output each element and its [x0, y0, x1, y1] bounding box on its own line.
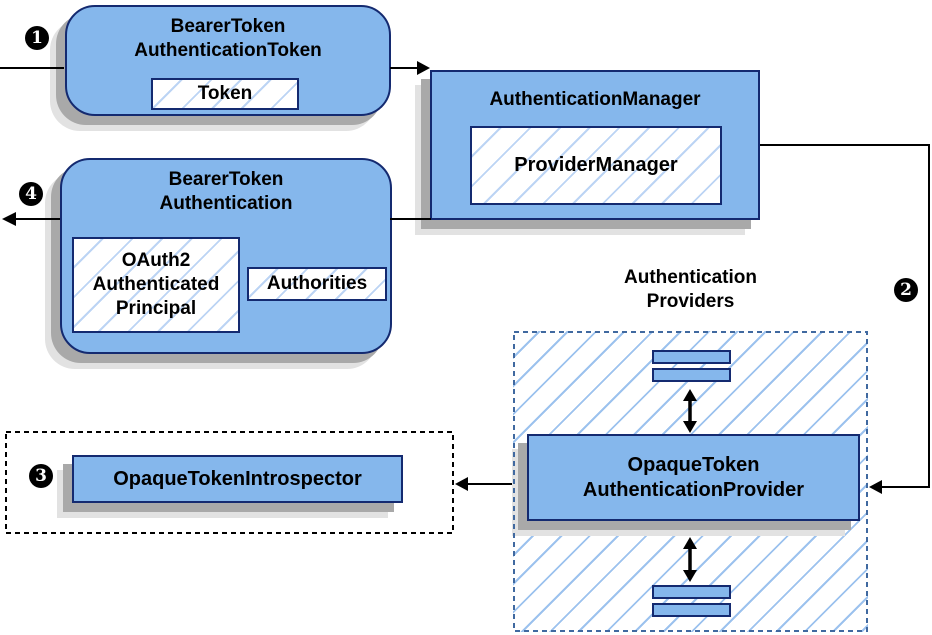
node-bearer-token-authentication: BearerToken Authentication OAuth2 Authen…	[60, 158, 392, 354]
token-to-manager-arrowhead	[417, 61, 430, 75]
slot-provider-manager: ProviderManager	[470, 126, 722, 205]
node-authentication-manager: AuthenticationManager ProviderManager	[430, 70, 760, 220]
slot-token: Token	[151, 78, 299, 110]
step-3-badge: 3	[29, 464, 53, 488]
node-title: AuthenticationManager	[489, 89, 701, 110]
provider-list-item	[652, 603, 731, 617]
node-title: BearerToken Authentication	[159, 169, 293, 214]
provider-to-introspector-arrowhead	[455, 477, 468, 491]
step-1-badge: 1	[25, 26, 49, 50]
slot-label: OAuth2 Authenticated Principal	[92, 250, 220, 319]
node-opaque-token-introspector: OpaqueTokenIntrospector	[72, 455, 403, 503]
slot-label: Token	[197, 83, 253, 105]
slot-authorities: Authorities	[247, 267, 387, 301]
slot-label: ProviderManager	[514, 154, 678, 176]
step-2-badge: 2	[894, 278, 918, 302]
node-title: BearerToken AuthenticationToken	[134, 16, 322, 61]
manager-to-provider-arrowhead	[869, 480, 882, 494]
provider-list-item	[652, 368, 731, 382]
node-title: OpaqueTokenIntrospector	[113, 467, 362, 490]
slot-label: Authorities	[266, 273, 368, 295]
node-opaque-token-authentication-provider: OpaqueToken AuthenticationProvider	[527, 434, 860, 521]
step-4-badge: 4	[19, 182, 43, 206]
node-bearer-token-authentication-token: BearerToken AuthenticationToken Token	[65, 5, 391, 116]
provider-list-item	[652, 350, 731, 364]
authentication-result-arrowhead	[2, 212, 16, 226]
authentication-providers-label: Authentication Providers	[624, 267, 757, 312]
node-title: OpaqueToken AuthenticationProvider	[582, 453, 805, 501]
slot-oauth2-authenticated-principal: OAuth2 Authenticated Principal	[72, 237, 240, 333]
provider-list-item	[652, 585, 731, 599]
